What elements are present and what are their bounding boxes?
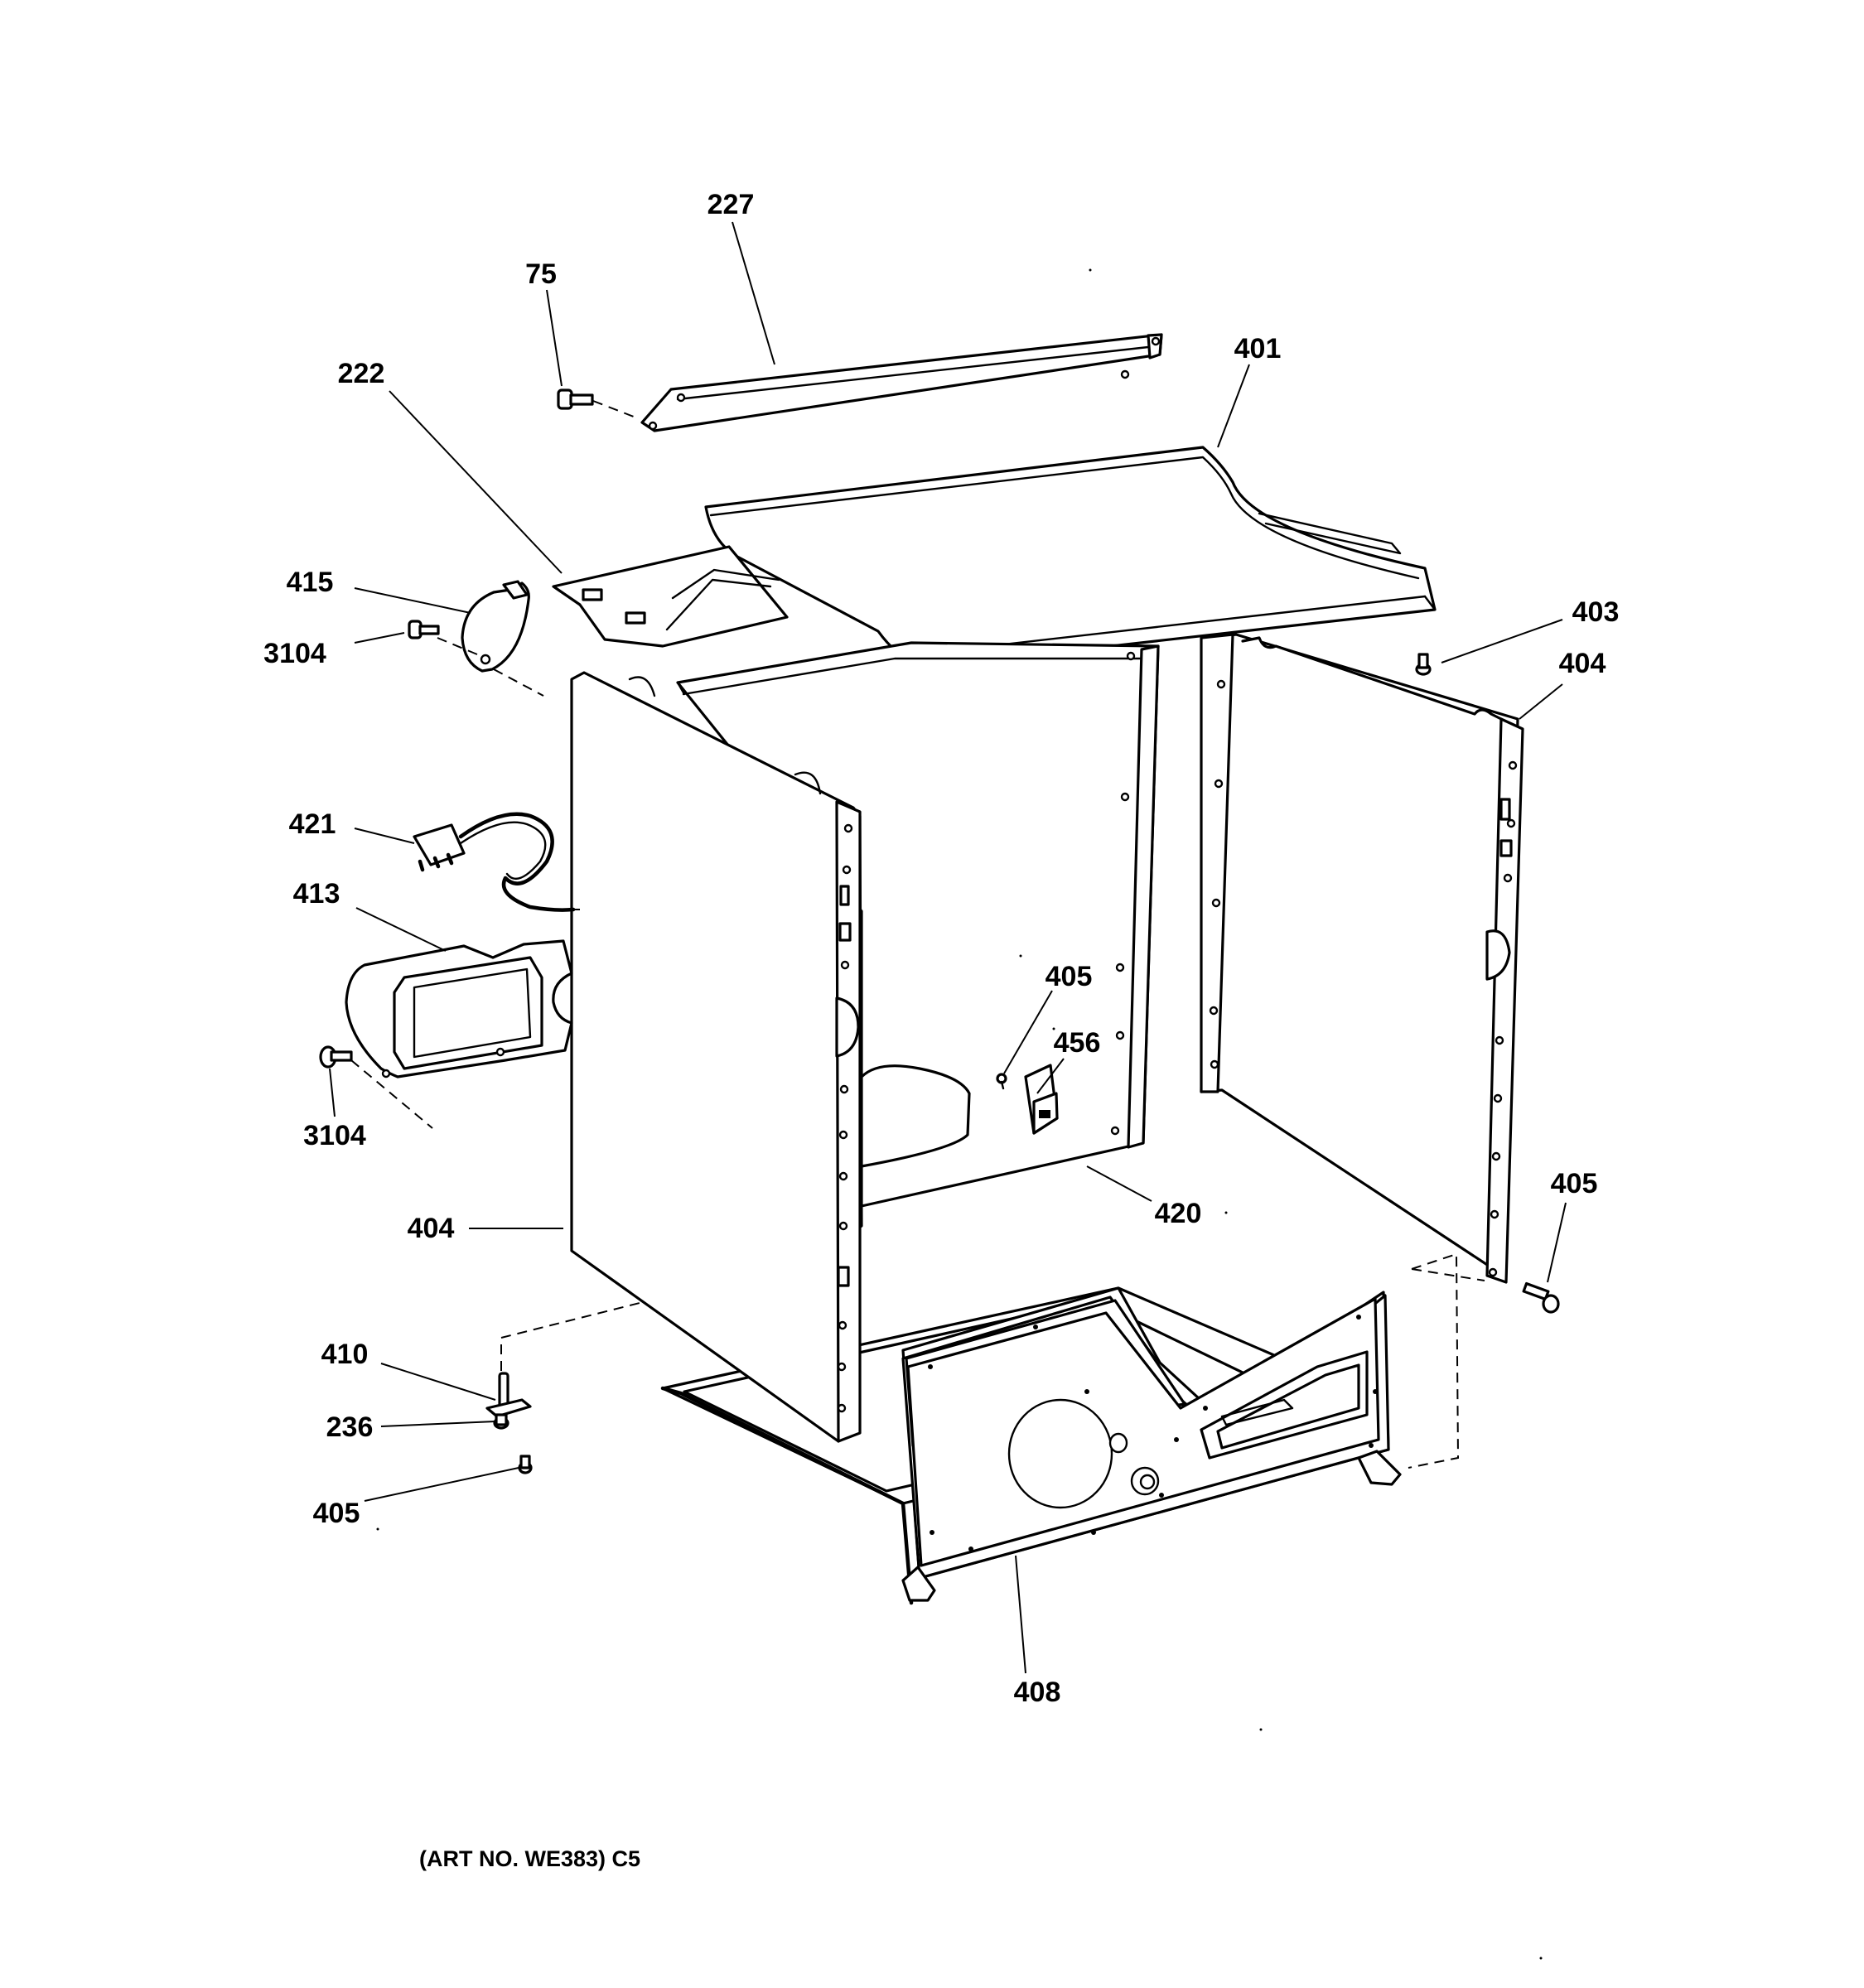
part-410-leveling-leg xyxy=(485,1372,532,1418)
callout-415: 415 xyxy=(287,567,334,598)
part-3104-bottom-screw xyxy=(319,1045,353,1069)
callout-3104-bottom: 3104 xyxy=(303,1120,366,1151)
callout-75: 75 xyxy=(525,258,557,290)
part-456-bracket xyxy=(1024,1064,1059,1135)
callout-456: 456 xyxy=(1054,1027,1101,1059)
part-405-right-screw xyxy=(1522,1281,1560,1314)
callout-405-right: 405 xyxy=(1551,1168,1598,1199)
part-401-top-panel xyxy=(704,446,1437,669)
part-403-screw xyxy=(1415,653,1432,676)
part-405-center-screw xyxy=(996,1073,1007,1090)
part-3104-top-screw xyxy=(408,620,440,639)
part-413-access-cover xyxy=(345,939,573,1078)
part-404-right-panel xyxy=(1200,633,1524,1284)
assembly-dash-lines xyxy=(350,637,1485,1469)
callout-227: 227 xyxy=(707,189,755,220)
callout-401: 401 xyxy=(1234,333,1282,364)
leader-lines xyxy=(329,221,1567,1674)
part-222-rear-frame xyxy=(552,545,789,648)
callout-404-left: 404 xyxy=(408,1213,455,1244)
part-405-bottom-screw xyxy=(518,1455,533,1474)
callout-222: 222 xyxy=(338,358,385,389)
part-408-base xyxy=(660,1286,1402,1605)
callout-408: 408 xyxy=(1014,1677,1061,1708)
callout-labels: 227 75 222 401 415 3104 403 404 421 413 … xyxy=(263,189,1619,1708)
part-227-bracket xyxy=(640,333,1163,432)
part-421-power-cord xyxy=(413,812,576,912)
callout-410: 410 xyxy=(321,1339,369,1370)
part-75-screw xyxy=(557,388,639,419)
callout-405-center: 405 xyxy=(1045,961,1093,992)
art-number-caption: (ART NO. WE383) C5 xyxy=(419,1846,640,1871)
part-404-left-panel xyxy=(570,671,863,1443)
callout-403: 403 xyxy=(1572,596,1620,628)
callout-421: 421 xyxy=(289,808,336,840)
callout-405-bottom: 405 xyxy=(313,1498,360,1529)
callout-404-right: 404 xyxy=(1559,648,1606,679)
callout-3104-top: 3104 xyxy=(263,638,326,669)
part-415-cover xyxy=(461,580,530,673)
scan-specks xyxy=(376,268,1543,1960)
callout-420: 420 xyxy=(1155,1198,1202,1229)
part-236-foot xyxy=(493,1413,509,1430)
callout-236: 236 xyxy=(326,1411,374,1443)
callout-413: 413 xyxy=(293,878,340,910)
